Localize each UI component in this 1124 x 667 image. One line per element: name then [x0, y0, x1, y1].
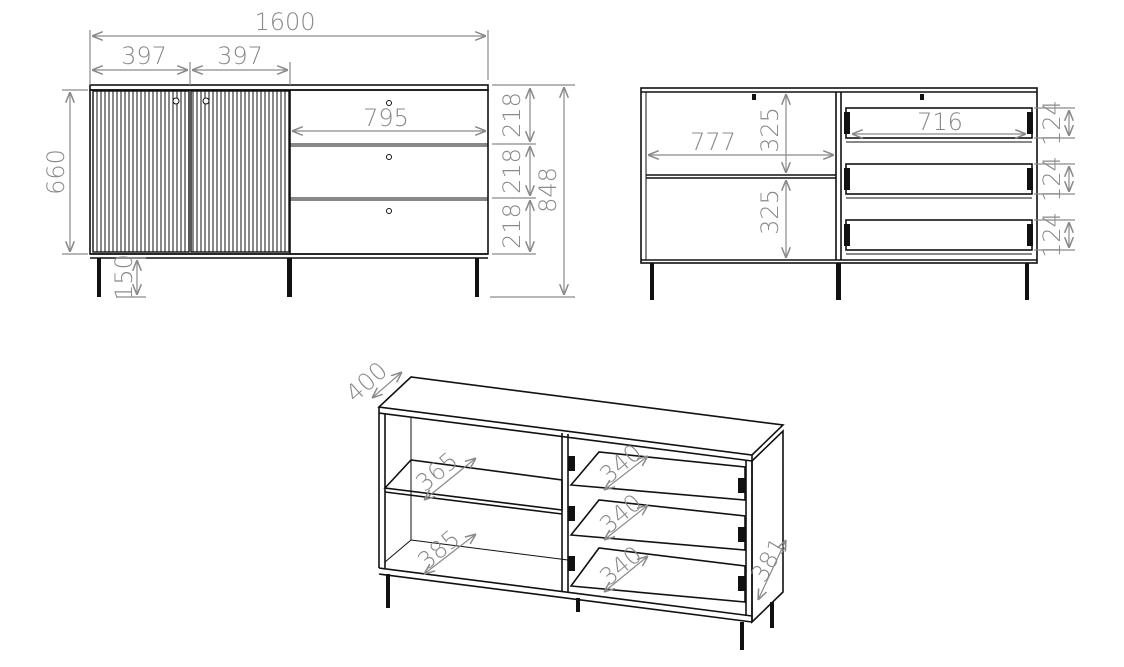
- dim-shelf-height: 325: [756, 189, 784, 235]
- dim-interior-width: 777: [690, 128, 736, 156]
- dim-leg-height: 150: [110, 254, 138, 300]
- leg: [386, 574, 390, 608]
- iso-top: [377, 376, 785, 456]
- iso-shelf: [383, 459, 563, 511]
- dim-drawer-inner-height: 124: [1038, 100, 1066, 146]
- left-door: [92, 90, 190, 253]
- leg: [576, 598, 580, 612]
- leg: [770, 602, 774, 628]
- dim-drawer-inner-width: 716: [917, 108, 963, 136]
- drawer-box: [845, 219, 1033, 251]
- leg: [475, 258, 479, 297]
- dim-drawer-inner-height: 124: [1038, 156, 1066, 202]
- interior-view: 777 325 325 716 124 124 124: [640, 87, 1075, 300]
- dim-total-height: 848: [534, 167, 562, 213]
- iso-drawer: [569, 451, 746, 501]
- iso-drawer: [569, 547, 746, 603]
- dim-drawer-depth: 340: [594, 488, 647, 539]
- drawer-knob: [386, 154, 392, 160]
- dim-drawer-height: 218: [498, 92, 526, 138]
- drawer-knob: [386, 208, 392, 214]
- front-view: 1600 397 397 795 660 150 218 218 218 8: [42, 8, 575, 300]
- dim-body-height: 660: [42, 149, 70, 195]
- dim-drawer-height: 218: [498, 203, 526, 249]
- dim-door-right: 397: [217, 42, 263, 70]
- door-knob: [172, 97, 180, 105]
- door-knob: [202, 97, 210, 105]
- dim-drawer-width: 795: [363, 104, 409, 132]
- dim-shelf-height: 325: [756, 107, 784, 153]
- iso-right-side: [751, 429, 784, 624]
- iso-drawer: [569, 499, 746, 551]
- leg: [1025, 263, 1029, 300]
- dim-drawer-height: 218: [498, 148, 526, 194]
- dim-drawer-inner-height: 124: [1038, 212, 1066, 258]
- leg: [287, 258, 292, 297]
- dim-depth: 400: [340, 356, 393, 407]
- dim-shelf-depth: 365: [410, 446, 463, 497]
- drawer-box: [845, 163, 1033, 195]
- drawer-knob: [386, 100, 392, 106]
- dim-shelf-depth: 385: [412, 524, 465, 575]
- leg: [650, 263, 654, 300]
- dim-door-left: 397: [121, 42, 167, 70]
- isometric-view: 400 365 385 340 340 340 381: [340, 356, 793, 650]
- leg: [740, 622, 744, 650]
- right-door: [190, 90, 290, 253]
- dim-total-width: 1600: [254, 8, 315, 36]
- leg: [836, 263, 841, 300]
- leg: [97, 258, 101, 297]
